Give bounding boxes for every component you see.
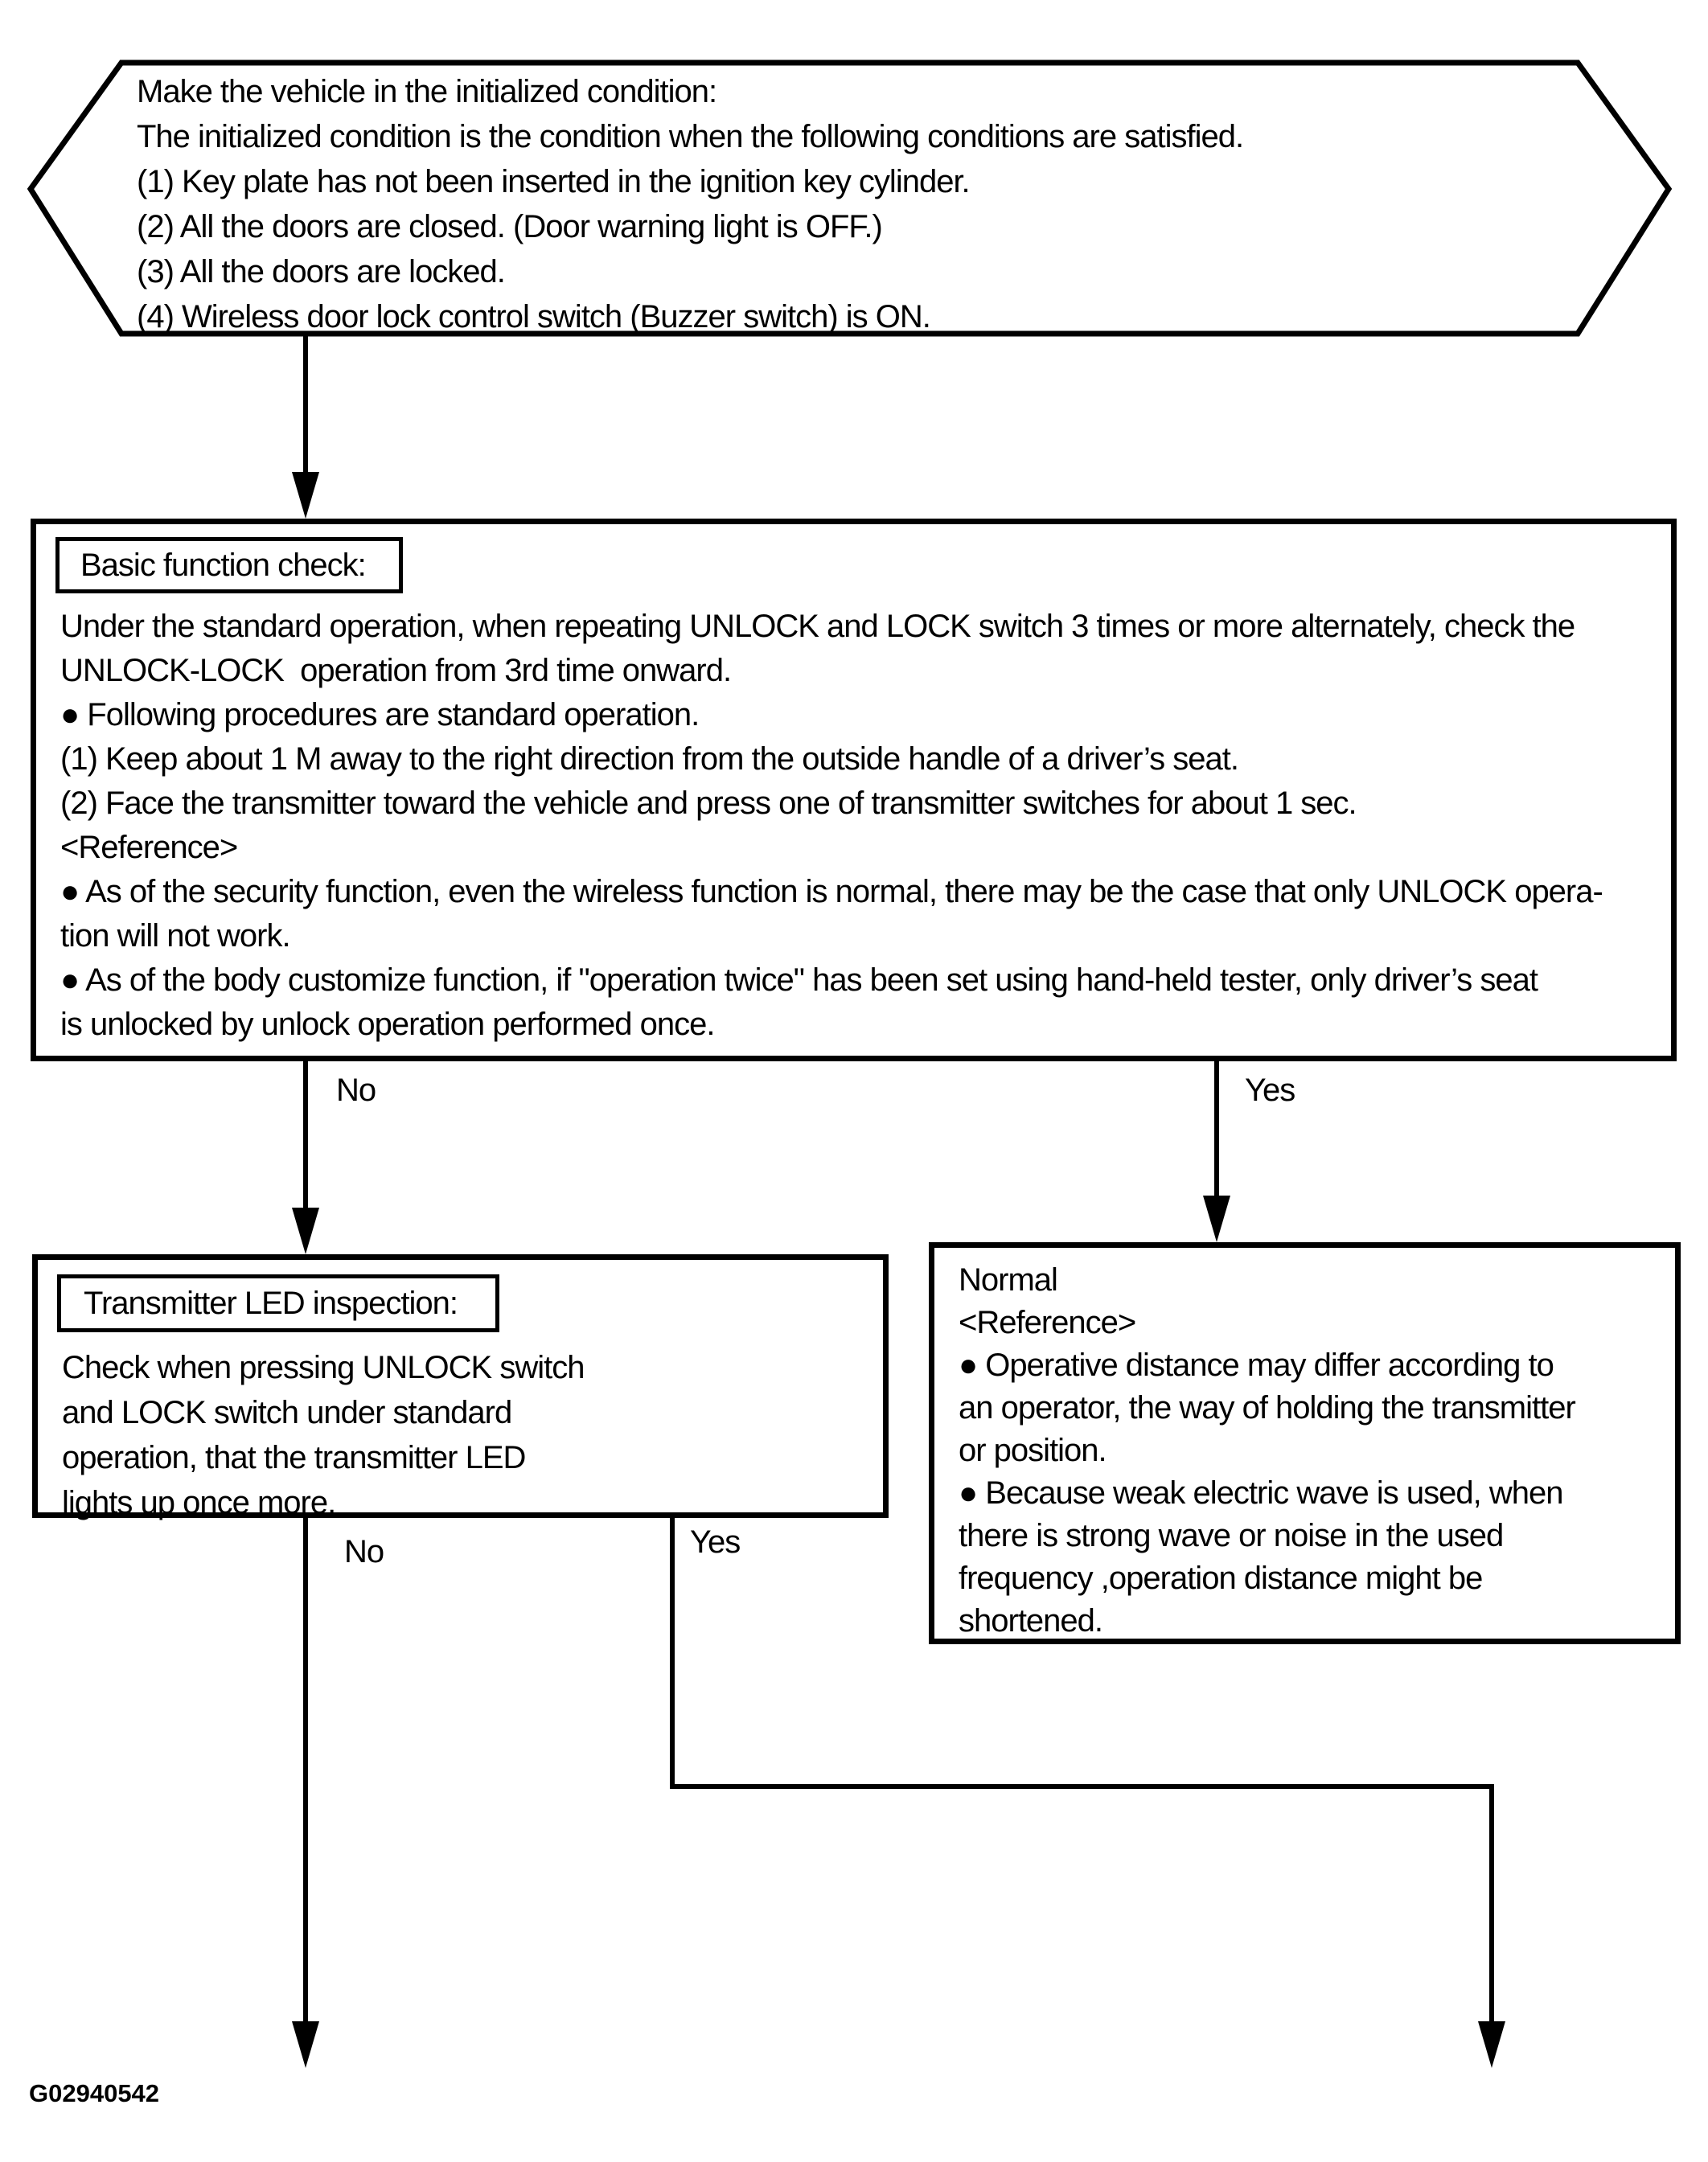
transmitter-led-inspection-text: Check when pressing UNLOCK switch and LO…: [62, 1350, 585, 1520]
transmitter-led-inspection-box: Transmitter LED inspection: Check when p…: [32, 1254, 889, 1520]
basic-function-check-box: Basic function check: Under the standard…: [31, 519, 1677, 1061]
arrow-led-yes-head: [1478, 2021, 1505, 2068]
basic-yes-branch-label: Yes: [1245, 1073, 1295, 1108]
transmitter-led-inspection-title: Transmitter LED inspection:: [84, 1285, 458, 1321]
figure-id-label: G02940542: [29, 2079, 160, 2107]
led-yes-branch-label: Yes: [690, 1524, 741, 1560]
basic-no-branch-label: No: [336, 1073, 376, 1108]
basic-function-check-text: Under the standard operation, when repea…: [60, 609, 1603, 1042]
arrow-led-no-head: [292, 2021, 319, 2068]
initial-condition-text: Make the vehicle in the initialized cond…: [137, 74, 1244, 334]
start-hexagon-shape: [27, 59, 1673, 337]
transmitter-led-inspection-title-box: Transmitter LED inspection:: [57, 1274, 499, 1332]
basic-function-check-title-box: Basic function check:: [55, 537, 403, 593]
normal-result-box: Normal <Reference> ● Operative distance …: [929, 1242, 1681, 1644]
arrow-led-yes-line: [670, 1518, 1494, 2025]
led-no-branch-label: No: [344, 1534, 384, 1569]
arrow-basic-yes-head: [1203, 1196, 1230, 1242]
arrow-basic-no-head: [292, 1208, 319, 1254]
normal-result-text: Normal <Reference> ● Operative distance …: [959, 1262, 1576, 1639]
arrow-start-to-basic-head: [292, 472, 319, 519]
basic-function-check-title: Basic function check:: [80, 547, 367, 583]
